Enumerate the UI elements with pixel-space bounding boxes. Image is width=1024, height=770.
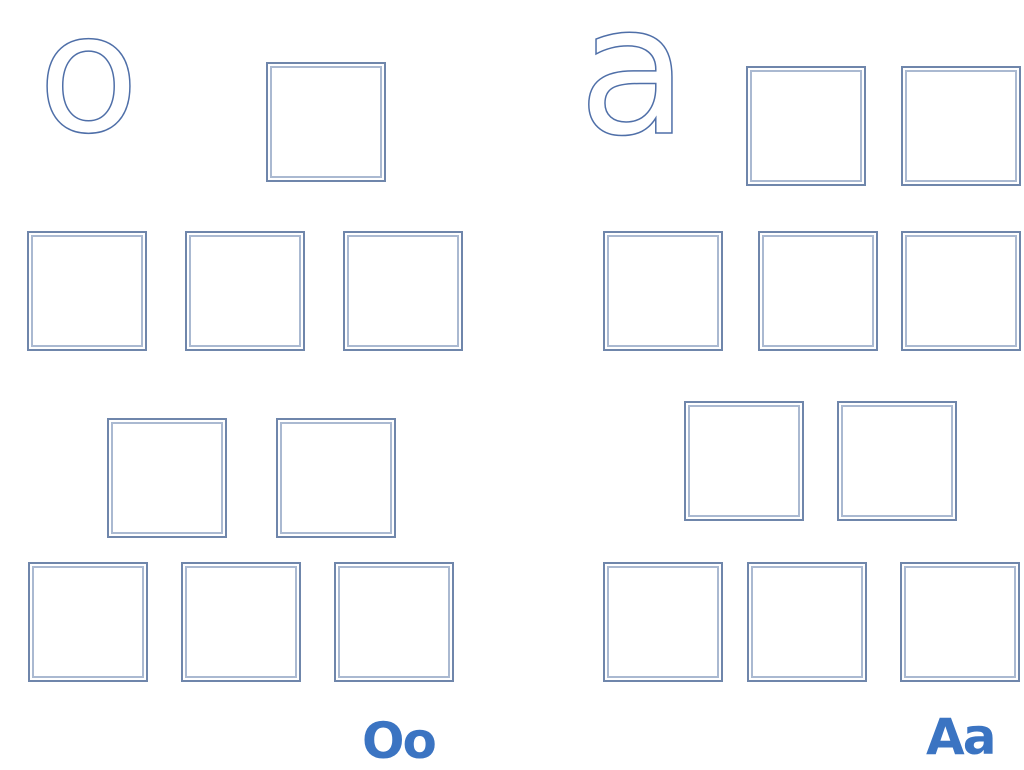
writing-box[interactable] bbox=[900, 562, 1020, 682]
writing-box[interactable] bbox=[107, 418, 227, 538]
caption-oo: Oo bbox=[362, 712, 437, 770]
writing-box[interactable] bbox=[837, 401, 957, 521]
writing-box[interactable] bbox=[276, 418, 396, 538]
writing-box[interactable] bbox=[603, 231, 723, 351]
outline-letter-a: a bbox=[577, 0, 689, 176]
writing-box[interactable] bbox=[747, 562, 867, 682]
writing-box[interactable] bbox=[684, 401, 804, 521]
outline-letter-o: o bbox=[37, 0, 139, 170]
writing-box[interactable] bbox=[28, 562, 148, 682]
writing-box[interactable] bbox=[901, 231, 1021, 351]
writing-box[interactable] bbox=[746, 66, 866, 186]
writing-box[interactable] bbox=[758, 231, 878, 351]
writing-box[interactable] bbox=[603, 562, 723, 682]
writing-box[interactable] bbox=[266, 62, 386, 182]
writing-box[interactable] bbox=[181, 562, 301, 682]
writing-box[interactable] bbox=[185, 231, 305, 351]
writing-box[interactable] bbox=[343, 231, 463, 351]
writing-box[interactable] bbox=[27, 231, 147, 351]
caption-aa: Aa bbox=[926, 708, 996, 766]
writing-box[interactable] bbox=[334, 562, 454, 682]
writing-box[interactable] bbox=[901, 66, 1021, 186]
